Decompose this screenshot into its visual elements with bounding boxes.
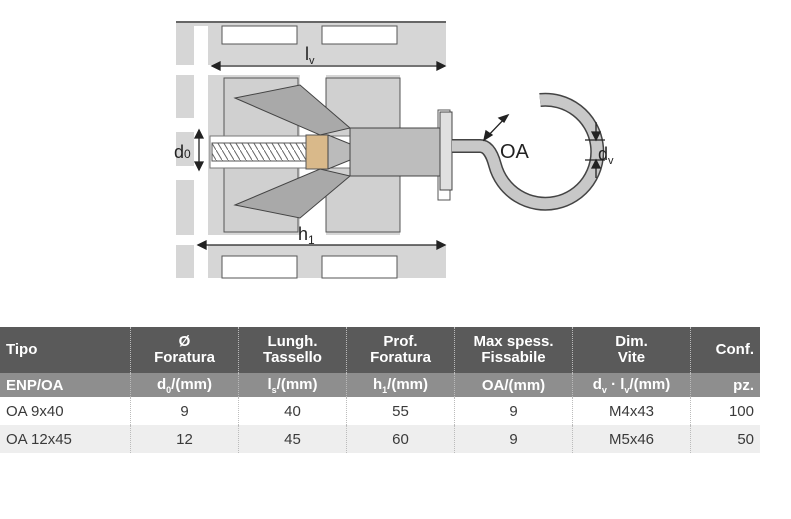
units-cell: ENP/OA [0, 373, 131, 397]
anchor-diagram: lv d0 h1 OA dv [174, 21, 614, 280]
cell-spess: 9 [454, 425, 573, 453]
dv-label: dv [598, 144, 614, 167]
units-cell: h1/(mm) [346, 373, 455, 397]
cell-prof: 55 [346, 397, 455, 425]
cell-conf: 100 [728, 402, 754, 420]
cell-tassello: 40 [238, 397, 347, 425]
header-cell: Lungh.Tassello [238, 327, 347, 373]
cell-foratura: 9 [130, 397, 239, 425]
cell-tassello: 45 [238, 425, 347, 453]
table-units-row: ENP/OA d0/(mm) ls/(mm) h1/(mm) OA/(mm) d… [0, 373, 760, 397]
header-cell: Tipo [0, 327, 131, 373]
cell-tipo: OA 9x40 [0, 397, 131, 425]
washer [439, 111, 453, 191]
d0-label: d0 [174, 142, 191, 162]
anchor-sleeve [349, 127, 443, 177]
cell-conf: 50 [690, 425, 760, 453]
cell-vite: M5x46 [572, 425, 691, 453]
units-cell: d0/(mm) [130, 373, 239, 397]
cell-vite: M4x43 [572, 397, 691, 425]
units-cell: ls/(mm) [238, 373, 347, 397]
header-cell: Prof.Foratura [346, 327, 455, 373]
units-cell: pz. [690, 373, 760, 397]
cell-spess: 9 [454, 397, 573, 425]
screw-tip [327, 134, 372, 170]
header-cell: Conf. [690, 327, 760, 373]
h1-label: h1 [298, 224, 315, 247]
screw-thread [211, 142, 313, 162]
header-cell: Max spess.Fissabile [454, 327, 573, 373]
table-row: OA 12x45 12 45 60 9 M5x46 50 [0, 425, 760, 453]
lv-label: lv [305, 44, 315, 67]
dimension-lines [193, 60, 605, 251]
table-row: OA 9x40 9 40 55 9 M4x43 100 [0, 397, 760, 425]
units-cell: dv · lv/(mm) [572, 373, 691, 397]
units-cell: OA/(mm) [454, 373, 573, 397]
eye-hook [452, 92, 605, 211]
cell-tipo: OA 12x45 [0, 425, 131, 453]
cell-foratura: 12 [130, 425, 239, 453]
oa-label: OA [500, 141, 530, 163]
brass-cone [305, 134, 329, 170]
header-cell: Dim.Vite [572, 327, 691, 373]
cell-prof: 60 [346, 425, 455, 453]
